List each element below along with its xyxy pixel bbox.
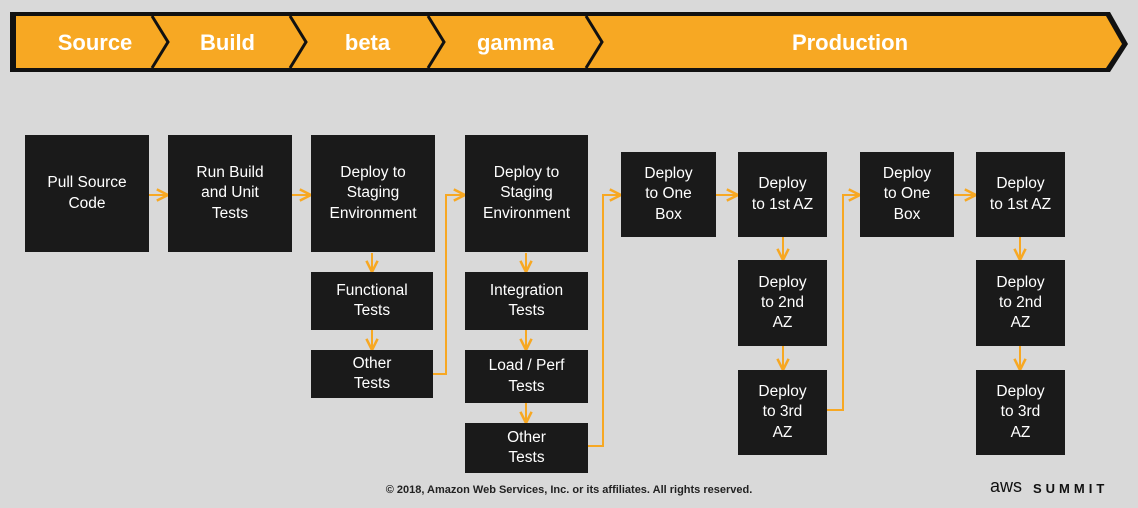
pipeline-stage-bar <box>10 12 1128 72</box>
copyright-notice: © 2018, Amazon Web Services, Inc. or its… <box>385 484 753 496</box>
summit-wordmark: SUMMIT <box>1033 481 1109 496</box>
stage-production: Production <box>791 30 909 55</box>
stage-build: Build <box>200 30 255 55</box>
stage-beta: beta <box>344 30 391 55</box>
stage-source: Source <box>57 30 133 55</box>
aws-logo: aws <box>990 476 1023 496</box>
stage-gamma: gamma <box>476 30 555 55</box>
